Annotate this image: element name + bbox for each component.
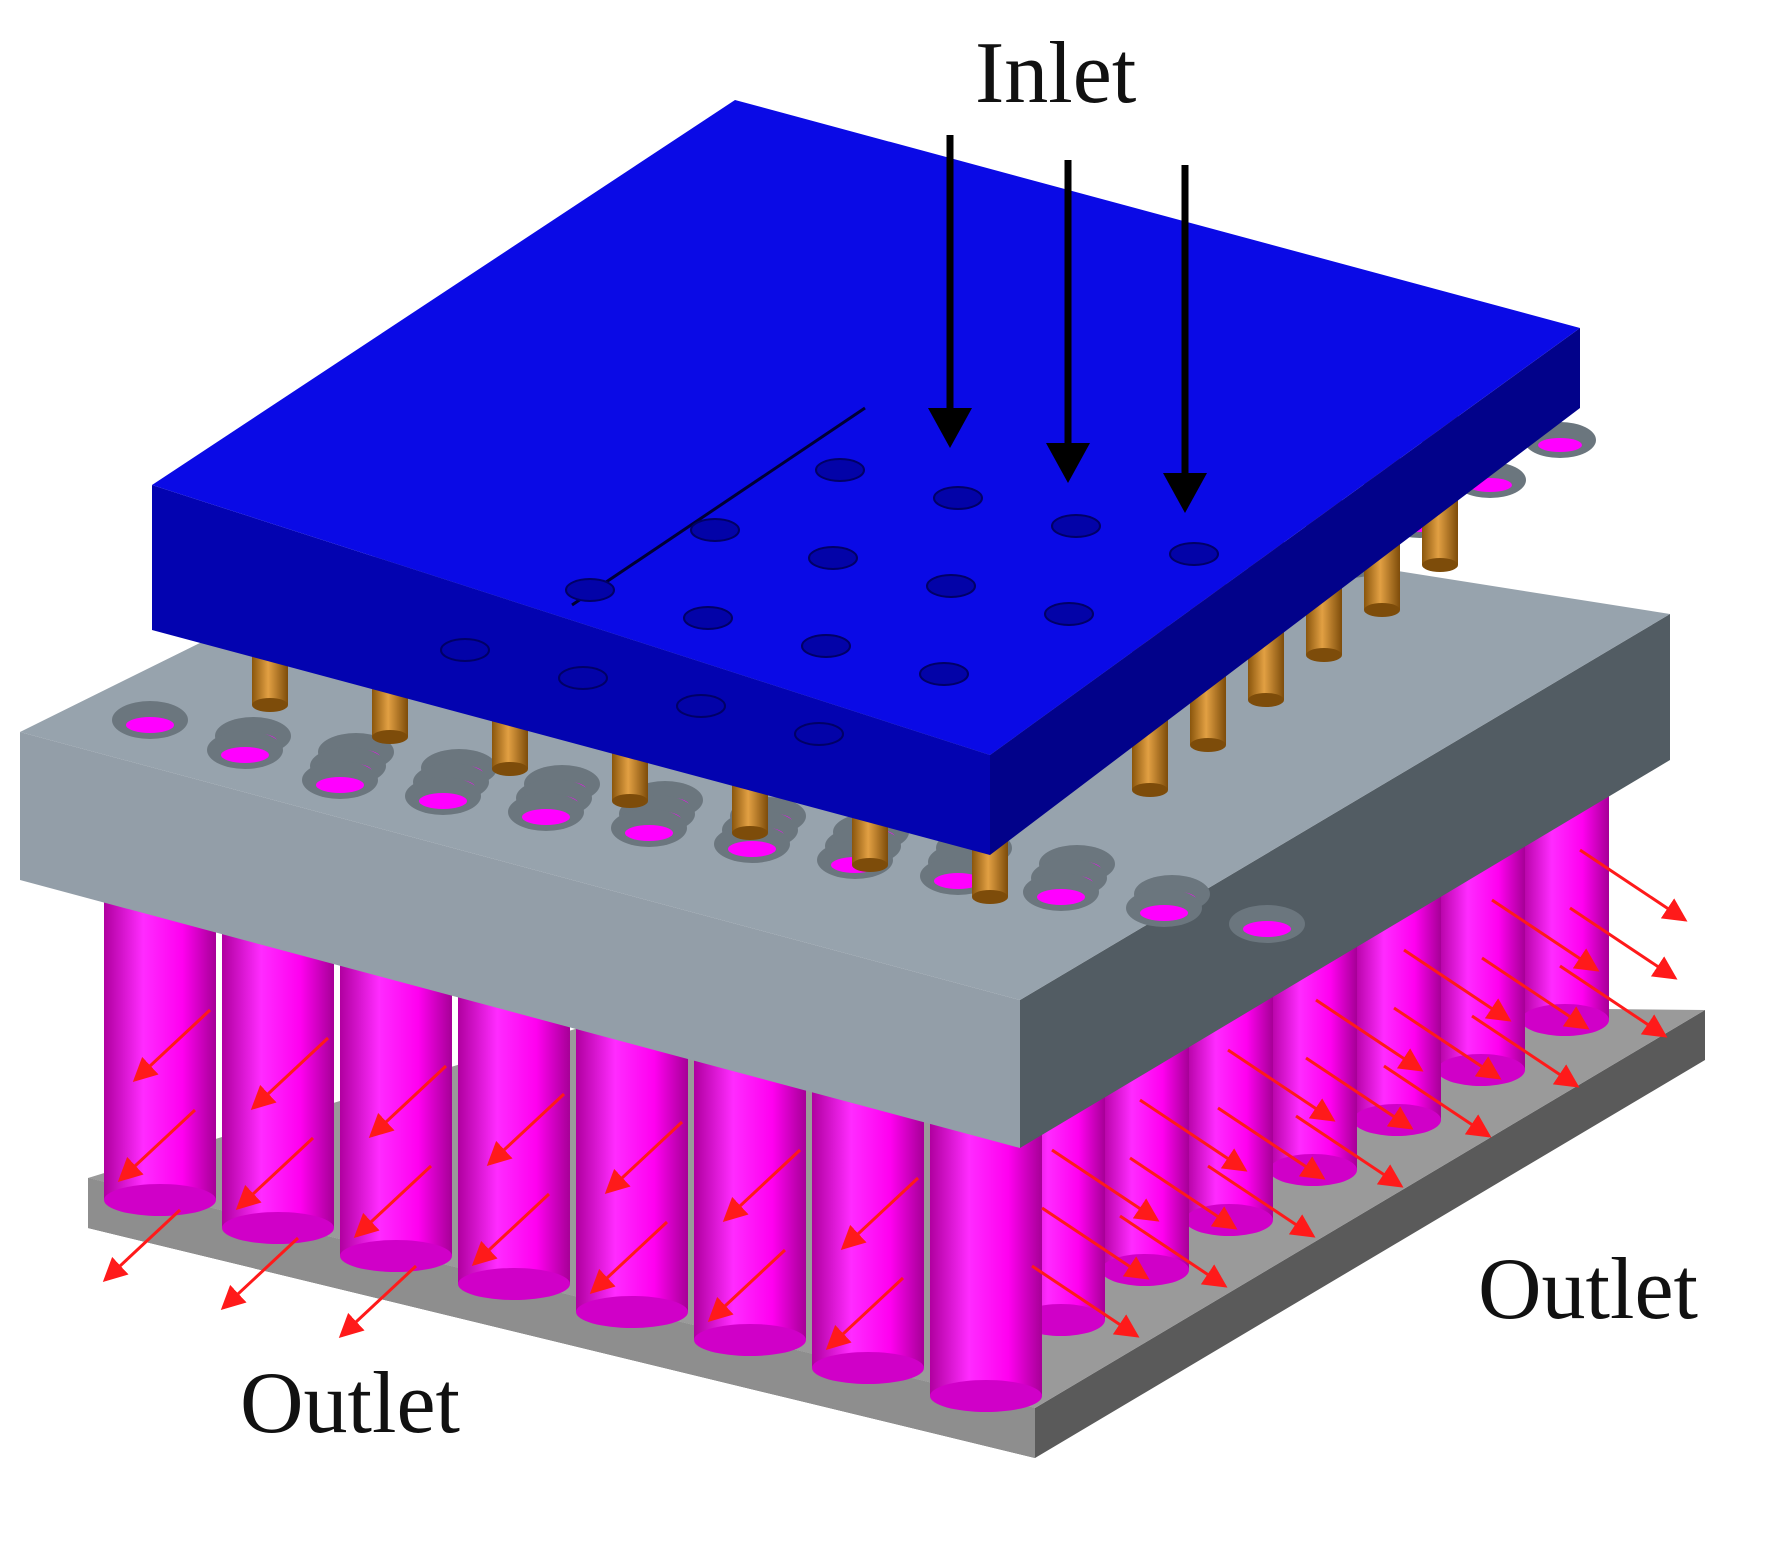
inlet-arrow: [1163, 165, 1207, 513]
battery-cell: [458, 970, 570, 1300]
battery-cell: [340, 940, 452, 1272]
top-plate-inlet-holes: [440, 458, 1219, 746]
outlet-arrow: [589, 1220, 669, 1295]
outlet-arrow: [1119, 1214, 1228, 1288]
outlet-arrow: [471, 1192, 551, 1267]
inlet-hole: [1169, 542, 1219, 566]
outlet-arrow: [825, 1276, 905, 1351]
outlet-arrow: [353, 1164, 433, 1239]
outlet-arrow: [840, 1176, 920, 1251]
outlet-arrow: [368, 1064, 448, 1139]
outlet-arrow: [1315, 998, 1424, 1072]
plate-hole: [1126, 889, 1202, 927]
plate-hole: [405, 777, 481, 815]
outlet-arrow: [1471, 1014, 1580, 1088]
plate-hole: [508, 793, 584, 831]
plate-hole: [611, 809, 687, 847]
battery-cell: [104, 880, 216, 1216]
outlet-arrow: [1207, 1164, 1316, 1238]
outlet-arrow: [1559, 964, 1668, 1038]
outlet-arrow: [1569, 906, 1678, 980]
outlet-arrow: [486, 1092, 566, 1167]
inlet-arrows: [928, 135, 1207, 513]
outlet-arrow: [1227, 1048, 1336, 1122]
outlet-arrow: [1129, 1156, 1238, 1230]
inlet-hole: [933, 486, 983, 510]
outlet-arrow: [1393, 1006, 1502, 1080]
inlet-hole: [808, 546, 858, 570]
inlet-hole: [558, 666, 608, 690]
battery-cell: [222, 910, 334, 1244]
inlet-hole: [801, 634, 851, 658]
inlet-hole: [1044, 602, 1094, 626]
outlet-left-label: Outlet: [240, 1355, 460, 1452]
outlet-arrow: [1579, 848, 1688, 922]
outlet-arrow: [117, 1108, 197, 1183]
outlet-arrows: [102, 848, 1688, 1351]
inlet-hole: [1051, 514, 1101, 538]
inlet-hole: [794, 722, 844, 746]
middle-plate-holes: [112, 422, 1596, 943]
inlet-hole: [919, 662, 969, 686]
outlet-arrow: [722, 1148, 802, 1223]
plate-hole: [302, 761, 378, 799]
outlet-arrow: [707, 1248, 787, 1323]
outlet-arrow: [220, 1236, 300, 1311]
inlet-arrow: [1046, 160, 1090, 483]
outlet-arrow: [235, 1136, 315, 1211]
inlet-hole: [440, 638, 490, 662]
outlet-arrow: [1051, 1148, 1160, 1222]
inlet-hole: [683, 606, 733, 630]
outlet-right-label: Outlet: [1478, 1241, 1698, 1338]
outlet-arrow: [132, 1008, 212, 1083]
plate-hole: [1229, 905, 1305, 943]
outlet-arrow: [604, 1120, 684, 1195]
outlet-arrow: [1295, 1114, 1404, 1188]
plate-hole: [1023, 873, 1099, 911]
top-plate: [152, 100, 1580, 855]
outlet-arrow: [1305, 1056, 1414, 1130]
outlet-arrow: [250, 1036, 330, 1111]
outlet-arrow: [338, 1264, 418, 1339]
inlet-label: Inlet: [975, 25, 1137, 122]
outlet-arrow: [1491, 898, 1600, 972]
outlet-arrow: [102, 1208, 182, 1283]
inlet-hole: [690, 518, 740, 542]
plate-hole: [112, 701, 188, 739]
inlet-hole: [565, 578, 615, 602]
outlet-arrow: [1403, 948, 1512, 1022]
outlet-arrow: [1383, 1064, 1492, 1138]
outlet-arrow: [1481, 956, 1590, 1030]
outlet-arrow: [1217, 1106, 1326, 1180]
inlet-hole: [926, 574, 976, 598]
inlet-hole: [815, 458, 865, 482]
plate-hole: [207, 731, 283, 769]
outlet-arrow: [1139, 1098, 1248, 1172]
inlet-hole: [676, 694, 726, 718]
inlet-arrow: [928, 135, 972, 448]
outlet-arrow: [1041, 1206, 1150, 1280]
outlet-arrow: [1031, 1264, 1140, 1338]
